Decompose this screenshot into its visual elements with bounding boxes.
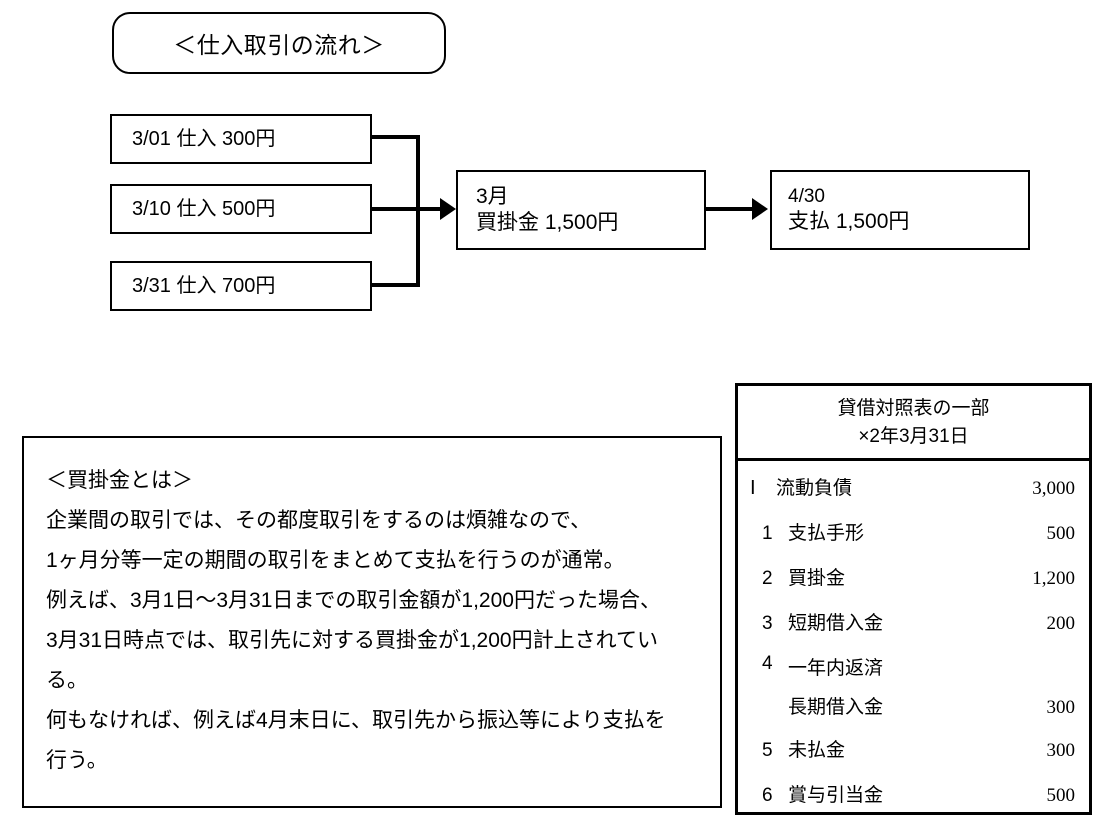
table-row: 5 未払金 300	[750, 735, 1075, 762]
row-name: 未払金	[788, 740, 846, 762]
explanation-line-6: 何もなければ、例えば4月末日に、取引先から振込等により支払を	[46, 709, 666, 732]
balance-sheet-date: ×2年3月31日	[858, 425, 969, 447]
table-row: 4 一年内返済 長期借入金 300	[750, 653, 1075, 719]
row-name: 支払手形	[788, 523, 865, 545]
purchase-box-2-label: 3/10 仕入 500円	[132, 197, 276, 220]
row-index: 1	[762, 523, 773, 545]
purchase-box-1: 3/01 仕入 300円	[110, 114, 372, 164]
table-row: 1 支払手形 500	[750, 518, 1075, 545]
row-index: 3	[762, 613, 773, 635]
accounts-payable-month: 3月	[476, 184, 509, 208]
row-index: Ⅰ	[750, 478, 756, 500]
accounts-payable-amount: 買掛金 1,500円	[476, 211, 619, 234]
balance-sheet-table: 貸借対照表の一部 ×2年3月31日 Ⅰ 流動負債 3,000 1 支払手形 50…	[735, 383, 1092, 815]
connector-stub-4	[706, 207, 756, 211]
connector-vertical-bus	[416, 135, 420, 287]
table-row: 6 賞与引当金 500	[750, 780, 1075, 807]
table-row: 3 短期借入金 200	[750, 608, 1075, 635]
row-name: 一年内返済 長期借入金	[788, 653, 1047, 719]
purchase-box-3-label: 3/31 仕入 700円	[132, 274, 276, 297]
row-amount: 3,000	[1032, 478, 1075, 500]
explanation-line-5: る。	[46, 669, 88, 692]
row-amount: 300	[1046, 697, 1076, 719]
explanation-heading: ＜買掛金とは＞	[46, 469, 193, 492]
row-index: 4	[762, 653, 773, 675]
row-amount: 300	[1046, 740, 1076, 762]
payment-box: 4/30 支払 1,500円	[770, 170, 1030, 250]
row-index: 5	[762, 740, 773, 762]
purchase-box-2: 3/10 仕入 500円	[110, 184, 372, 234]
purchase-box-1-label: 3/01 仕入 300円	[132, 127, 276, 150]
table-row: Ⅰ 流動負債 3,000	[750, 473, 1075, 500]
row-name: 買掛金	[788, 568, 846, 590]
connector-stub-3	[371, 283, 420, 287]
diagram-title-box: ＜仕入取引の流れ＞	[112, 12, 446, 74]
explanation-box: ＜買掛金とは＞ 企業間の取引では、その都度取引をするのは煩雑なので、 1ヶ月分等…	[22, 436, 722, 808]
row-amount: 1,200	[1032, 568, 1075, 590]
payment-date: 4/30	[788, 186, 825, 207]
connector-stub-2	[371, 207, 446, 211]
arrow-to-payable-icon	[440, 198, 456, 220]
purchase-box-3: 3/31 仕入 700円	[110, 261, 372, 311]
table-row: 2 買掛金 1,200	[750, 563, 1075, 590]
row-amount: 200	[1046, 613, 1076, 635]
row-index: 6	[762, 785, 773, 807]
explanation-line-4: 3月31日時点では、取引先に対する買掛金が1,200円計上されてい	[46, 629, 658, 652]
row-name-line1: 一年内返済	[788, 658, 884, 680]
row-amount: 500	[1046, 523, 1076, 545]
row-name-line2: 長期借入金	[788, 697, 884, 719]
explanation-line-2: 1ヶ月分等一定の期間の取引をまとめて支払を行うのが通常。	[46, 549, 625, 572]
payment-amount: 支払 1,500円	[788, 209, 910, 233]
balance-sheet-header: 貸借対照表の一部 ×2年3月31日	[738, 386, 1089, 462]
explanation-line-7: 行う。	[46, 749, 108, 772]
diagram-title-label: ＜仕入取引の流れ＞	[173, 32, 385, 58]
explanation-line-1: 企業間の取引では、その都度取引をするのは煩雑なので、	[46, 509, 592, 532]
row-name: 流動負債	[776, 478, 853, 500]
row-name: 短期借入金	[788, 613, 884, 635]
explanation-line-3: 例えば、3月1日～3月31日までの取引金額が1,200円だった場合、	[46, 589, 661, 612]
balance-sheet-body: Ⅰ 流動負債 3,000 1 支払手形 500 2 買掛金 1,200 3 短期…	[738, 461, 1089, 807]
arrow-to-payment-icon	[752, 198, 768, 220]
balance-sheet-title: 貸借対照表の一部	[837, 398, 990, 419]
connector-stub-1	[371, 135, 420, 139]
row-name: 賞与引当金	[788, 785, 884, 807]
accounts-payable-box: 3月 買掛金 1,500円	[456, 170, 706, 250]
row-index: 2	[762, 568, 773, 590]
row-amount: 500	[1046, 785, 1076, 807]
